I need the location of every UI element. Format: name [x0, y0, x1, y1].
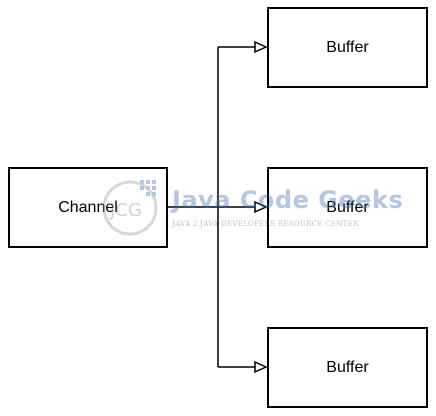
buffer-node-middle: Buffer: [267, 167, 428, 248]
buffer-label: Buffer: [326, 198, 369, 216]
channel-node: Channel: [8, 167, 168, 248]
arrowhead-bottom: [254, 360, 268, 374]
buffer-node-top: Buffer: [267, 7, 428, 88]
buffer-label: Buffer: [326, 358, 369, 376]
arrowhead-top: [254, 40, 268, 54]
channel-label: Channel: [58, 198, 118, 216]
arrowhead-middle: [254, 200, 268, 214]
buffer-node-bottom: Buffer: [267, 327, 428, 408]
buffer-label: Buffer: [326, 38, 369, 56]
